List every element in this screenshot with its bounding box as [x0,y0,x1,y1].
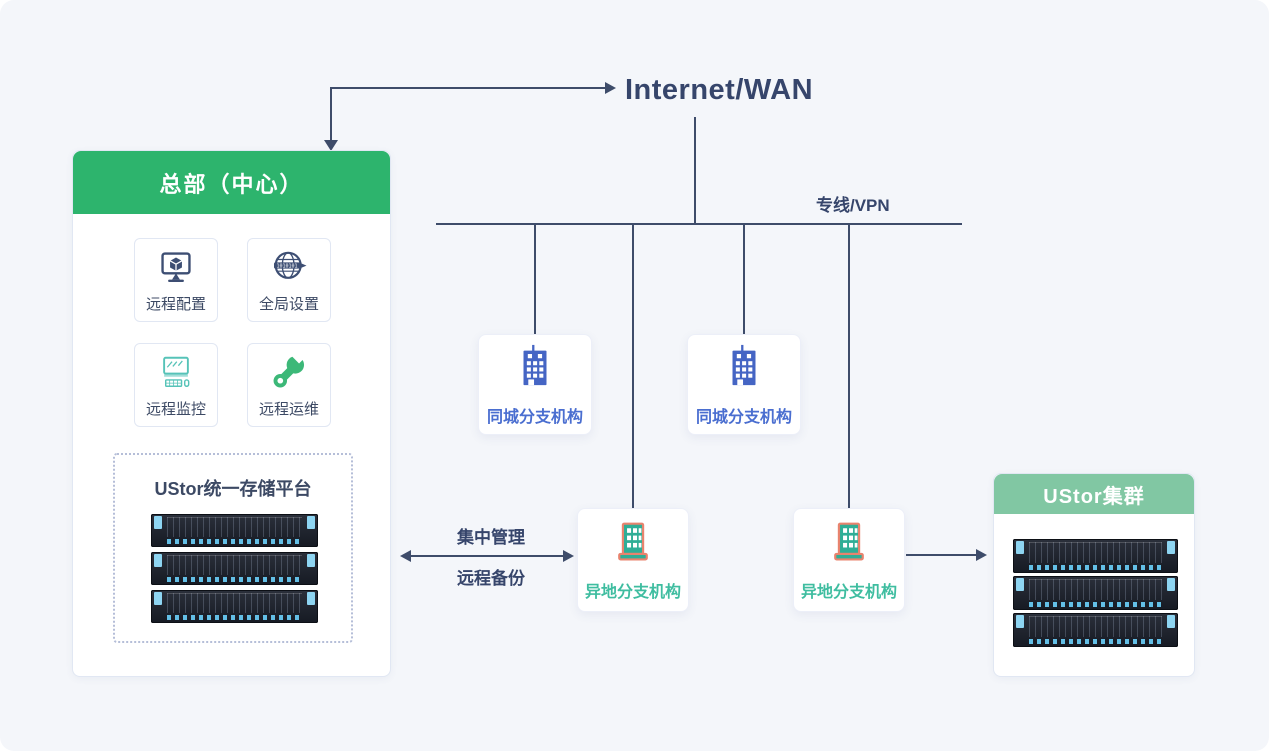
storage-platform-title: UStor统一存储平台 [154,479,312,499]
server-rack-unit [1013,613,1178,647]
server-rack-unit [151,552,318,585]
feature-label: 远程监控 [145,400,206,418]
connector-branch-to-cluster [906,554,978,556]
svg-text:1010101: 1010101 [277,263,298,269]
connector-drop-city-1 [534,224,536,335]
feature-card-remote-monitoring[interactable]: 远程监控 [134,343,218,427]
connector-drop-remote-2 [848,224,850,508]
branch-label: 异地分支机构 [800,583,897,601]
internet-wan-title: Internet/WAN [625,74,814,106]
headquarters-panel: 总部（中心） 远程配置 1010101 [72,150,391,677]
building-icon [827,519,871,570]
server-rack-unit [151,590,318,623]
feature-label: 远程配置 [145,295,206,313]
connector-vpn-bus [436,223,962,225]
connector-drop-city-2 [743,224,745,335]
server-rack-unit [1013,576,1178,610]
branch-card-same-city-1[interactable]: 同城分支机构 [478,334,592,435]
arrowhead-right-icon [605,82,616,94]
feature-label: 全局设置 [258,295,319,313]
feature-label: 远程运维 [258,400,319,418]
feature-card-remote-ops[interactable]: 远程运维 [247,343,331,427]
arrowhead-left-icon [400,550,411,562]
feature-card-global-settings[interactable]: 1010101 全局设置 [247,238,331,322]
branch-label: 同城分支机构 [486,409,583,426]
feature-card-remote-config[interactable]: 远程配置 [134,238,218,322]
monitor-cube-icon [156,247,196,287]
headquarters-header: 总部（中心） [73,151,390,214]
link-label-central-management: 集中管理 [457,528,525,547]
cluster-header: UStor集群 [994,474,1194,514]
connector-hq-to-internet [331,87,607,89]
building-icon [611,519,655,570]
branch-card-same-city-2[interactable]: 同城分支机构 [687,334,801,435]
connector-drop-remote-1 [632,224,634,508]
branch-label: 异地分支机构 [584,583,681,601]
cluster-panel: UStor集群 [993,473,1195,677]
server-rack-unit [1013,539,1178,573]
vpn-line-label: 专线/VPN [816,196,890,215]
connector-hq-to-remote-branch [409,555,566,557]
connector-internet-drop [694,117,696,224]
arrowhead-down-icon [324,140,338,151]
arrowhead-right-icon [563,550,574,562]
connector-hq-elbow [330,87,332,142]
branch-card-remote-1[interactable]: 异地分支机构 [577,508,689,612]
arrowhead-right-icon [976,549,987,561]
monitor-keyboard-icon [156,352,196,392]
wrench-icon [269,352,309,392]
storage-platform-box: UStor统一存储平台 [113,453,353,643]
server-rack-unit [151,514,318,547]
link-label-remote-backup: 远程备份 [457,569,525,588]
building-icon [512,342,558,395]
branch-card-remote-2[interactable]: 异地分支机构 [793,508,905,612]
branch-label: 同城分支机构 [695,409,792,426]
globe-arrow-icon: 1010101 [269,247,309,287]
building-icon [721,342,767,395]
